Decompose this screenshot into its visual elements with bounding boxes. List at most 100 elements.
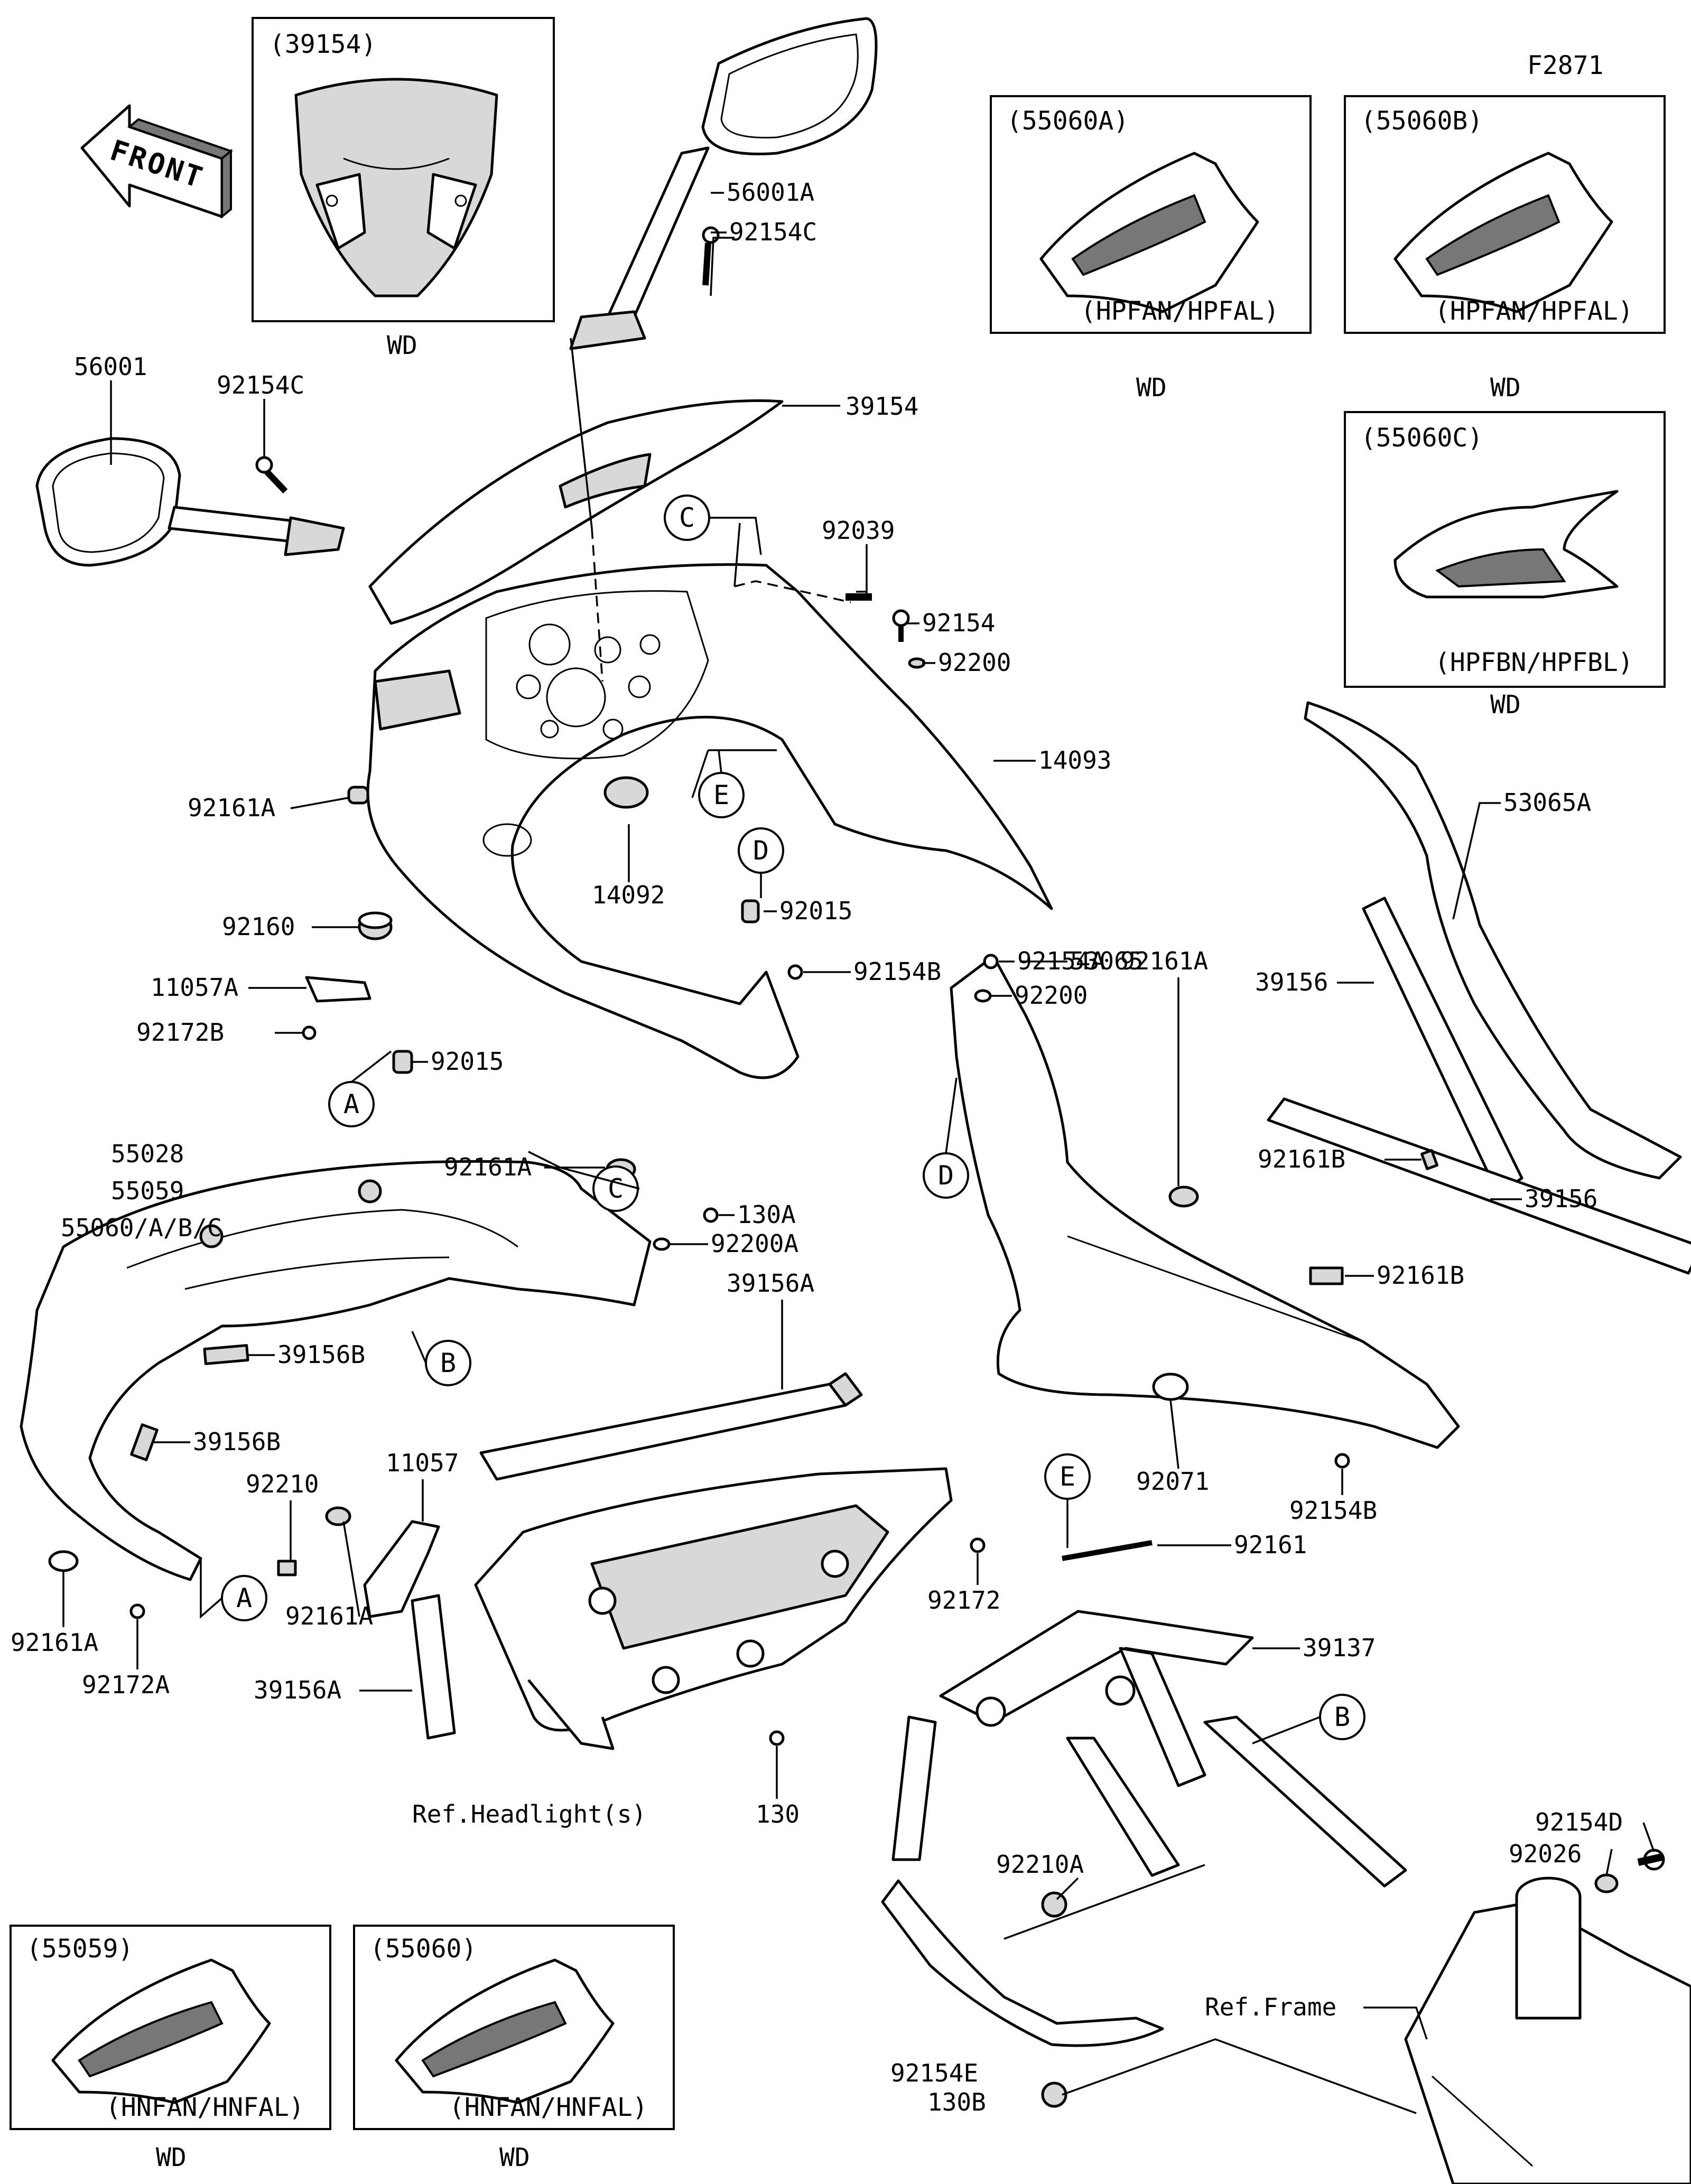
svg-text:A: A [343,1089,359,1119]
svg-text:C: C [608,1173,624,1204]
variant-box-55059: (55059) (HNFAN/HNFAL) [10,1925,331,2130]
variant-footer-55060: WD [499,2143,530,2172]
label-92172: 92172 [927,1586,1000,1614]
variant-box-55060B: (55060B) (HPFAN/HPFAL) [1344,95,1666,334]
screw-92154B-2 [1334,1453,1350,1469]
variant-model-55060C: (HPFBN/HPFBL) [1435,648,1633,677]
variant-box-55060: (55060) (HNFAN/HNFAL) [353,1925,675,2130]
label-130B: 130B [927,2088,986,2116]
label-14093: 14093 [1038,746,1111,774]
svg-text:A: A [236,1583,252,1613]
ref-circle-B1: B [425,1340,471,1386]
ref-circle-D2: D [923,1152,969,1199]
foam-39156B-1 [203,1344,249,1365]
svg-text:E: E [713,780,729,810]
label-92154A: 92154A [1017,947,1105,975]
screw-92172A [129,1603,145,1619]
variant-code-55060: (55060) [370,1934,477,1964]
grommet-92161A-4 [325,1506,351,1526]
label-130A: 130A [737,1200,796,1229]
label-39156B-2: 39156B [193,1427,281,1456]
label-92200: 92200 [938,648,1011,677]
label-92154C-left: 92154C [217,371,304,399]
variant-code-55060A: (55060A) [1007,106,1129,136]
label-92015-1: 92015 [431,1047,504,1076]
ref-circle-E1: E [698,772,745,818]
bolt-92154E [1041,2082,1067,2108]
washer-92026 [1594,1873,1619,1893]
label-39156B-1: 39156B [277,1340,365,1369]
label-92200A: 92200A [711,1229,798,1258]
svg-text:D: D [753,835,769,866]
upper-cowl [368,399,784,625]
label-92154B-2: 92154B [1289,1496,1377,1525]
washer-92200A [653,1237,671,1251]
bracket-11057 [363,1520,440,1618]
label-92161A-2: 92161A [444,1153,532,1181]
ref-circle-E2: E [1044,1453,1091,1500]
label-92172B: 92172B [136,1018,224,1047]
diagram-id: F2871 [1527,51,1604,80]
foam-39156A-1 [479,1372,863,1481]
ref-circle-A2: A [221,1575,267,1621]
variant-model-55059: (HNFAN/HNFAL) [106,2093,304,2122]
label-39156-1: 39156 [1255,968,1328,996]
damper-92160 [358,911,393,940]
label-92154: 92154 [922,609,995,637]
label-53065A: 53065A [1503,788,1591,817]
variant-model-55060B: (HPFAN/HPFAL) [1435,296,1633,326]
side-fairing [20,1160,652,1581]
stay-39137 [881,1610,1407,2047]
ref-frame-label: Ref.Frame [1205,1993,1336,2021]
label-39156A-2: 39156A [254,1676,341,1704]
screw-92154 [892,609,910,642]
variant-code-55060C: (55060C) [1361,423,1483,453]
screw-130 [769,1730,785,1746]
label-92154D: 92154D [1535,1808,1623,1836]
label-56001: 56001 [74,352,147,381]
label-92160: 92160 [222,912,295,941]
foam-39156-2 [1267,1097,1691,1275]
screw-92154C-left [255,456,288,494]
label-92071: 92071 [1136,1467,1209,1496]
washer-92200-2 [974,989,992,1003]
windshield-footer: WD [387,331,417,360]
svg-text:C: C [679,502,695,533]
foam-39156B-2 [130,1423,159,1461]
label-130: 130 [756,1800,800,1828]
label-92161A-1: 92161A [188,794,275,822]
windshield-code: (39154) [270,30,376,59]
ref-circle-A1: A [328,1081,375,1127]
ref-circle-D1: D [738,827,784,874]
grommet-92161A-3 [1168,1186,1199,1208]
screw-92154C-top [702,226,720,286]
label-55028: 55028 [111,1140,184,1168]
label-55060ABC: 55060/A/B/C [61,1214,222,1242]
label-92210: 92210 [246,1470,319,1498]
front-arrow-icon: FRONT [80,104,234,219]
side-cover-53065 [950,955,1460,1449]
screw-92172B [302,1025,317,1040]
ref-headlight-label: Ref.Headlight(s) [412,1800,646,1828]
label-92161B-1: 92161B [1258,1145,1345,1173]
label-56001A: 56001A [727,178,814,207]
screw-92154B-1 [787,964,803,980]
grommet-92161A-1 [347,786,369,805]
label-92172A: 92172A [82,1670,170,1699]
label-39137: 39137 [1303,1634,1376,1662]
label-39154: 39154 [846,392,918,421]
washer-92200 [908,657,926,669]
label-39156-2: 39156 [1525,1184,1597,1213]
bracket-11057A [305,976,371,1003]
grommet-92161 [1062,1540,1153,1561]
foam-39156-1 [1362,897,1523,1196]
screw-130A [703,1207,719,1223]
label-92200-2: 92200 [1015,981,1088,1010]
side-cover-53065A [1304,701,1682,1180]
label-39156A-1: 39156A [727,1269,814,1298]
svg-text:B: B [1334,1702,1350,1732]
variant-footer-55060B: WD [1490,373,1521,403]
spacer-92015-1 [392,1050,413,1074]
variant-box-55060A: (55060A) (HPFAN/HPFAL) [990,95,1312,334]
foam-39156A-2 [411,1594,456,1740]
